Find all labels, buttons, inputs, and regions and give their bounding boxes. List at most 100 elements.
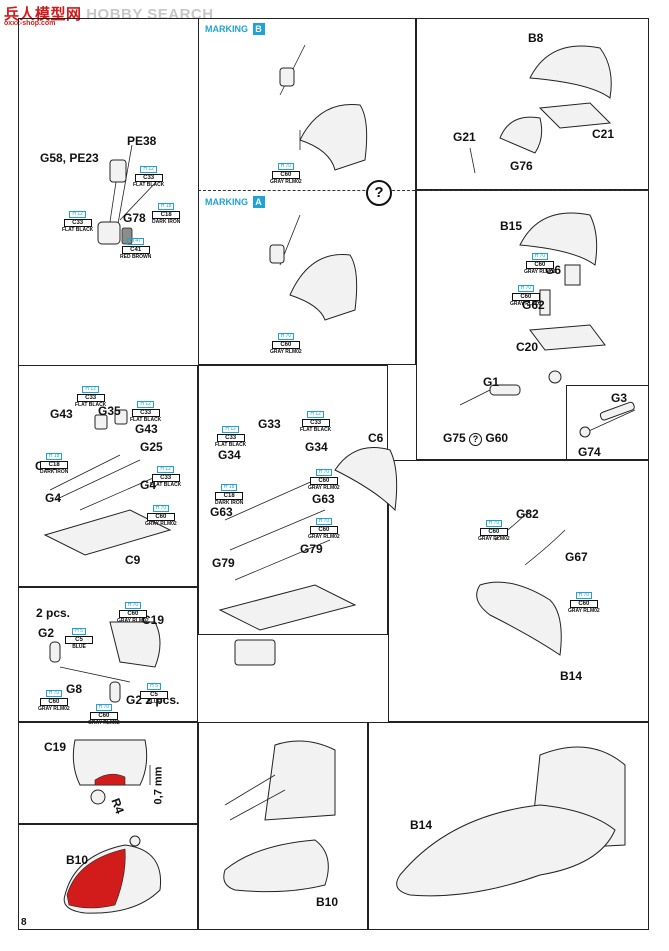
label-g76: G76	[510, 159, 533, 173]
label-g78: G78	[123, 211, 146, 225]
label-b8: B8	[528, 31, 544, 45]
c19-detail-part	[72, 739, 148, 786]
marking-a: MARKING A	[205, 196, 265, 208]
g82-ring	[494, 509, 531, 541]
label-c21: C21	[592, 127, 615, 141]
b14-rings-assembly	[476, 509, 566, 656]
drill-circle	[90, 789, 106, 805]
pe38-strut	[115, 144, 133, 236]
g2b-part	[109, 681, 121, 703]
cowling-a	[289, 254, 358, 321]
label-g2: G2	[38, 626, 55, 640]
label-c20: C20	[516, 340, 539, 354]
barrel	[119, 179, 159, 221]
c19-assembly	[49, 621, 161, 703]
label-g43-right: G43	[135, 422, 158, 436]
g78-body	[97, 221, 121, 245]
watermark-url: oxxx-shop.com	[4, 20, 56, 27]
label-g33: G33	[258, 417, 281, 431]
red-brown-part	[121, 227, 133, 245]
g3-assembly	[579, 401, 636, 438]
label-g21: G21	[453, 130, 476, 144]
label-c6: C6	[368, 431, 384, 445]
label-g82: G82	[516, 507, 539, 521]
label-c19-detail: C19	[44, 740, 67, 754]
b10-cowl	[223, 839, 329, 893]
question-small-icon: ?	[469, 433, 483, 446]
label-g74: G74	[578, 445, 601, 459]
b14-assembly	[396, 746, 626, 897]
label-g8: G8	[66, 682, 83, 696]
g21-part	[469, 147, 476, 174]
label-g34-left: G34	[218, 448, 241, 462]
g74-part	[579, 426, 591, 438]
ammo-box	[234, 639, 276, 666]
c21-part	[538, 102, 612, 129]
b14-nose	[396, 804, 616, 897]
g62-part	[539, 289, 551, 316]
c6-assembly	[218, 447, 398, 666]
g6-part	[564, 264, 581, 286]
b8-part	[529, 45, 612, 99]
c20-part	[529, 324, 606, 351]
label-dim: 0,7 mm	[152, 766, 165, 805]
marking-a-assembly	[269, 214, 358, 321]
question-mark-icon: ?	[366, 180, 392, 206]
c6-part	[334, 447, 398, 512]
cowling-b	[299, 103, 368, 171]
page-number: 8	[21, 917, 27, 928]
label-g43-left: G43	[50, 407, 73, 421]
label-b10-red: B10	[66, 853, 89, 867]
label-pe38: PE38	[127, 134, 157, 148]
label-b15: B15	[500, 219, 523, 233]
label-b14-rings: B14	[560, 669, 583, 683]
b14-part	[476, 581, 562, 656]
label-g4-left: G4	[45, 491, 62, 505]
c9-assembly	[43, 409, 172, 556]
label-g34-right: G34	[305, 440, 328, 454]
b15-assembly	[459, 212, 606, 406]
b10-red-drawing	[63, 835, 162, 914]
panel-top-right	[416, 18, 649, 190]
panel-gun-center	[198, 365, 388, 635]
b10-assembly	[223, 740, 336, 893]
marking-b: MARKING B	[205, 23, 265, 35]
label-c9: C9	[125, 553, 141, 567]
label-g79-right: G79	[300, 542, 323, 556]
label-b10-assembly: B10	[316, 895, 339, 909]
label-2pcs: 2 pcs.	[36, 606, 71, 620]
dashed-divider	[198, 190, 649, 191]
g76-part	[499, 116, 543, 154]
b8-assembly	[469, 45, 612, 174]
g3-part	[599, 401, 635, 421]
label-g67: G67	[565, 550, 588, 564]
label-g63-left: G63	[210, 505, 233, 519]
label-b14-assembly: B14	[410, 818, 433, 832]
gun-module	[264, 740, 336, 821]
gun-g78-drawing	[97, 144, 159, 245]
red-area	[94, 773, 126, 786]
label-g25-right: G25	[140, 440, 163, 454]
b15-part	[519, 212, 598, 266]
g2-part	[49, 641, 61, 663]
